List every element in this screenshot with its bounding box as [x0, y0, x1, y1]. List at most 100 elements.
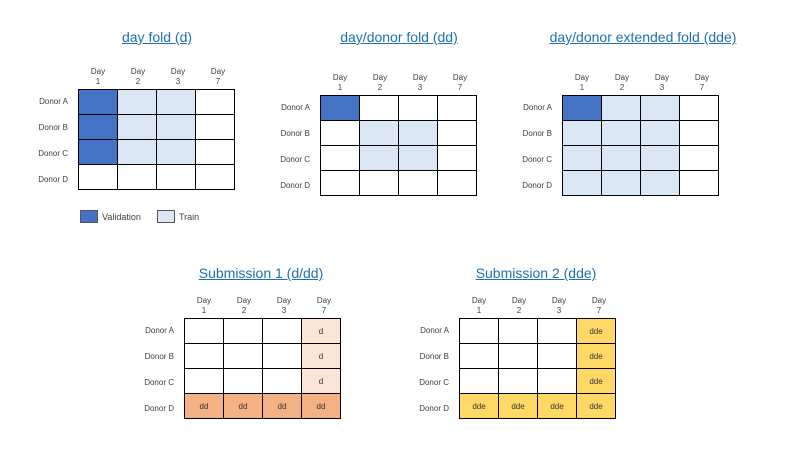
grid-cell: dd — [223, 393, 263, 419]
grid-cell — [117, 164, 157, 190]
day-header-number: 2 — [135, 77, 141, 86]
day-header-number: 1 — [476, 306, 482, 315]
grid-row — [562, 145, 719, 171]
donor-label: Donor C — [419, 378, 449, 387]
day-header-number: 2 — [516, 306, 522, 315]
grid-row — [78, 114, 235, 140]
grid-cell — [498, 368, 538, 394]
grid-cell — [156, 89, 196, 115]
day-header-word: Day — [90, 67, 106, 76]
grid-cell — [498, 318, 538, 344]
grid-cell — [320, 120, 360, 146]
legend-validation-label: Validation — [102, 211, 141, 222]
day-header-word: Day — [130, 67, 146, 76]
fold-grid — [78, 89, 235, 190]
grid-row: d — [184, 343, 341, 369]
panel-title-sub2: Submission 2 (dde) — [475, 265, 597, 281]
grid-cell — [78, 139, 118, 165]
grid-cell — [459, 368, 499, 394]
legend-train-label: Train — [179, 211, 200, 222]
grid-cell — [184, 318, 224, 344]
grid-cell: d — [301, 368, 341, 394]
grid-cell — [78, 114, 118, 140]
grid-cell — [679, 95, 719, 121]
day-header-number: 7 — [321, 306, 327, 315]
grid-cell — [359, 120, 399, 146]
grid-cell — [223, 343, 263, 369]
day-header-word: Day — [452, 73, 468, 82]
legend-train: Train — [157, 210, 199, 223]
grid-cell — [437, 170, 477, 196]
grid-cell — [117, 139, 157, 165]
grid-cell — [78, 89, 118, 115]
donor-label: Donor C — [38, 149, 68, 158]
day-header-word: Day — [236, 296, 252, 305]
grid-cell: dd — [301, 393, 341, 419]
grid-cell — [601, 95, 641, 121]
grid-cell — [184, 368, 224, 394]
panel-title-d: day fold (d) — [121, 29, 193, 45]
grid-cell — [262, 368, 302, 394]
day-header-word: Day — [511, 296, 527, 305]
grid-cell — [562, 170, 602, 196]
day-header-number: 3 — [659, 83, 665, 92]
day-header-number: 7 — [699, 83, 705, 92]
grid-cell — [223, 368, 263, 394]
grid-cell — [437, 120, 477, 146]
day-header-word: Day — [170, 67, 186, 76]
donor-label: Donor C — [144, 378, 174, 387]
day-header-word: Day — [276, 296, 292, 305]
day-header-number: 3 — [556, 306, 562, 315]
grid-cell — [601, 120, 641, 146]
donor-label: Donor A — [145, 326, 174, 335]
grid-cell — [640, 120, 680, 146]
grid-row: dde — [459, 368, 616, 394]
grid-cell — [320, 145, 360, 171]
donor-label: Donor C — [280, 155, 310, 164]
grid-cell — [195, 139, 235, 165]
grid-cell — [459, 343, 499, 369]
donor-label: Donor B — [38, 123, 68, 132]
day-header-number: 1 — [337, 83, 343, 92]
grid-cell — [601, 170, 641, 196]
donor-label: Donor B — [419, 352, 449, 361]
grid-cell: dde — [576, 343, 616, 369]
grid-cell: dd — [184, 393, 224, 419]
fold-grid — [320, 95, 477, 196]
grid-cell — [679, 120, 719, 146]
donor-label: Donor C — [522, 155, 552, 164]
grid-cell — [601, 145, 641, 171]
grid-cell — [117, 114, 157, 140]
day-header-word: Day — [694, 73, 710, 82]
grid-row — [562, 170, 719, 196]
grid-row — [320, 170, 477, 196]
day-header-number: 3 — [175, 77, 181, 86]
grid-cell — [640, 170, 680, 196]
grid-cell — [640, 95, 680, 121]
grid-row: dde — [459, 343, 616, 369]
grid-cell — [359, 170, 399, 196]
donor-label: Donor D — [38, 175, 68, 184]
grid-cell: dd — [262, 393, 302, 419]
grid-cell: dde — [459, 393, 499, 419]
grid-row: d — [184, 368, 341, 394]
donor-label: Donor B — [522, 129, 552, 138]
grid-cell — [195, 164, 235, 190]
grid-row — [562, 120, 719, 146]
donor-label: Donor A — [420, 326, 449, 335]
train-swatch — [157, 210, 175, 223]
grid-cell — [537, 368, 577, 394]
grid-cell — [562, 145, 602, 171]
grid-cell — [195, 89, 235, 115]
grid-cell — [195, 114, 235, 140]
day-header-number: 7 — [457, 83, 463, 92]
day-header-word: Day — [196, 296, 212, 305]
donor-label: Donor A — [523, 103, 552, 112]
